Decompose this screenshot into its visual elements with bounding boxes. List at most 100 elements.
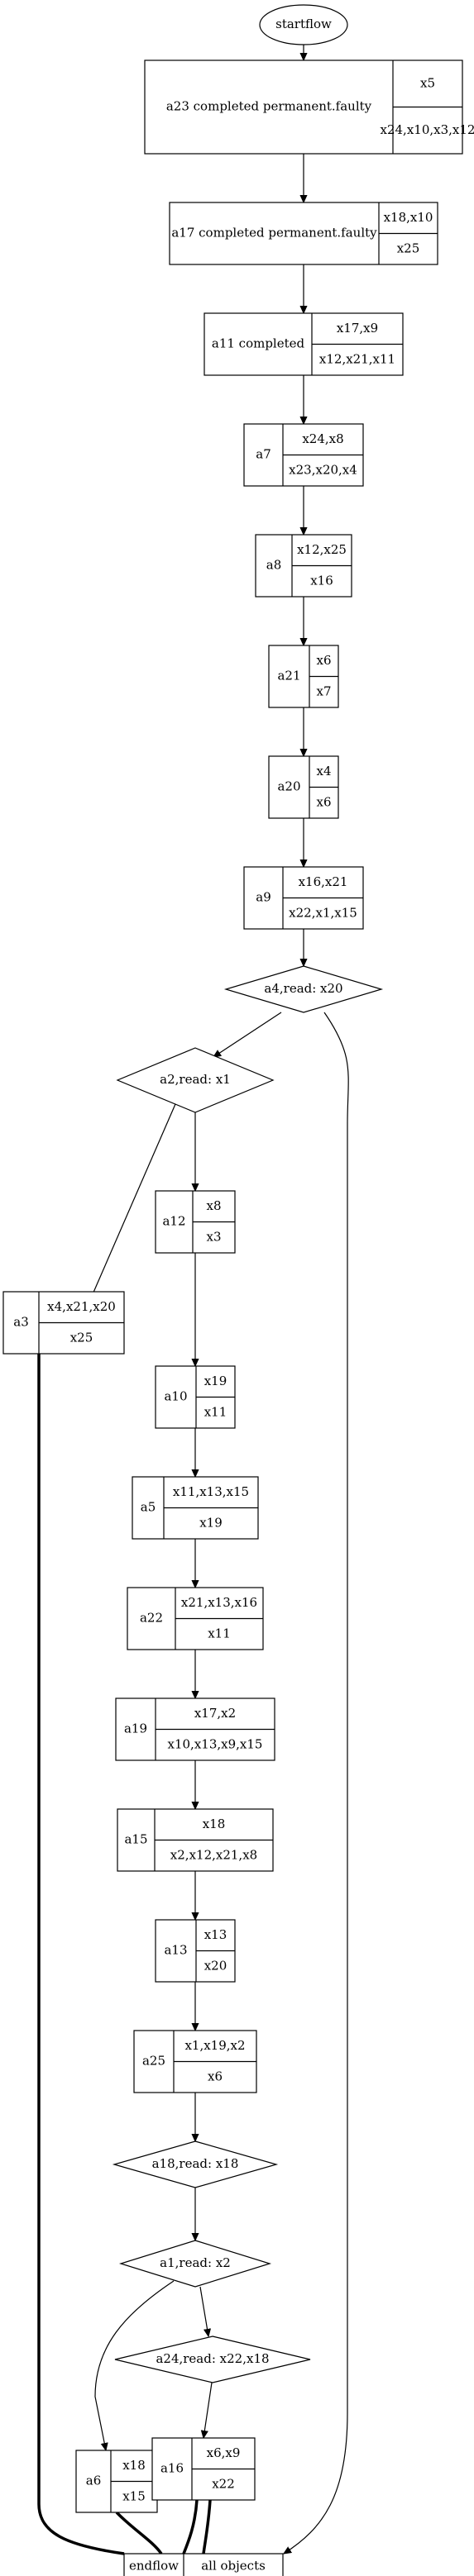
node-a20-bottom: x6 bbox=[316, 794, 331, 809]
node-a19-name: a19 bbox=[124, 1721, 147, 1736]
node-a6-bottom: x15 bbox=[122, 2488, 146, 2503]
node-a10-bottom: x11 bbox=[204, 1404, 227, 1419]
node-a5: a5 x11,x13,x15 x19 bbox=[132, 1476, 259, 1540]
decision-a1-label: a1,read: x2 bbox=[160, 2255, 231, 2270]
node-a19-bottom: x10,x13,x9,x15 bbox=[168, 1736, 263, 1751]
node-a13-name: a13 bbox=[164, 1943, 187, 1958]
edge-a2-a3 bbox=[84, 1103, 176, 1313]
node-a19: a19 x17,x2 x10,x13,x9,x15 bbox=[115, 1697, 275, 1761]
end-right-label: all objects bbox=[201, 2559, 266, 2574]
node-a16-bottom: x22 bbox=[212, 2476, 235, 2491]
edge-a3-endflow bbox=[37, 1354, 125, 2555]
node-a6-name: a6 bbox=[86, 2474, 102, 2488]
node-a15: a15 x18 x2,x12,x21,x8 bbox=[117, 1808, 274, 1872]
node-a11-top: x17,x9 bbox=[337, 321, 378, 336]
node-a3-name: a3 bbox=[13, 1315, 29, 1330]
start-node: startflow bbox=[259, 4, 348, 45]
node-a25-bottom: x6 bbox=[208, 2069, 223, 2083]
node-a7-top: x24,x8 bbox=[302, 431, 343, 446]
node-a12-name: a12 bbox=[162, 1214, 185, 1229]
node-a3: a3 x4,x21,x20 x25 bbox=[2, 1291, 125, 1355]
node-a5-top: x11,x13,x15 bbox=[173, 1484, 249, 1499]
node-a7: a7 x24,x8 x23,x20,x4 bbox=[243, 423, 364, 487]
node-a25-top: x1,x19,x2 bbox=[184, 2038, 245, 2053]
node-a17-top: x18,x10 bbox=[384, 210, 433, 225]
edge-a1-a6 bbox=[94, 2280, 175, 2450]
node-a5-bottom: x19 bbox=[199, 1515, 223, 1530]
node-a6: a6 x18 x15 bbox=[75, 2450, 158, 2513]
node-a17: a17 completed permanent.faulty x18,x10 x25 bbox=[169, 202, 438, 265]
node-a13-bottom: x20 bbox=[204, 1958, 227, 1973]
node-a10: a10 x19 x11 bbox=[155, 1365, 236, 1429]
node-a21-top: x6 bbox=[316, 653, 331, 668]
node-a21-name: a21 bbox=[277, 669, 300, 683]
node-a11-bottom: x12,x21,x11 bbox=[319, 351, 395, 366]
node-a10-name: a10 bbox=[164, 1389, 187, 1404]
node-a10-top: x19 bbox=[204, 1374, 227, 1388]
node-a17-name: a17 completed permanent.faulty bbox=[171, 226, 377, 240]
edge-a6-endflow bbox=[115, 2511, 163, 2555]
node-a9: a9 x16,x21 x22,x1,x15 bbox=[243, 866, 364, 930]
node-a21-bottom: x7 bbox=[316, 683, 331, 698]
node-a25-name: a25 bbox=[142, 2054, 165, 2069]
node-a8-bottom: x16 bbox=[310, 573, 333, 588]
decision-a1: a1,read: x2 bbox=[118, 2240, 272, 2288]
node-a23-top: x5 bbox=[420, 75, 435, 90]
node-a20: a20 x4 x6 bbox=[268, 755, 339, 819]
nodes: startflow a23 completed permanent.faulty x… bbox=[2, 4, 474, 2576]
node-a8: a8 x12,x25 x16 bbox=[255, 534, 352, 598]
end-node: endflow all objects bbox=[123, 2553, 284, 2576]
node-a5-name: a5 bbox=[141, 1500, 156, 1515]
node-a7-bottom: x23,x20,x4 bbox=[289, 462, 357, 477]
node-a20-top: x4 bbox=[316, 764, 331, 779]
node-a23-bottom: x24,x10,x3,x12 bbox=[381, 122, 474, 137]
node-a16-name: a16 bbox=[160, 2461, 184, 2476]
node-a11: a11 completed x17,x9 x12,x21,x11 bbox=[203, 312, 404, 376]
node-a6-top: x18 bbox=[122, 2458, 146, 2473]
node-a23-name: a23 completed permanent.faulty bbox=[166, 99, 372, 114]
node-a3-bottom: x25 bbox=[70, 1330, 93, 1345]
node-a13: a13 x13 x20 bbox=[155, 1919, 236, 1983]
node-a19-top: x17,x2 bbox=[194, 1706, 236, 1721]
node-a9-top: x16,x21 bbox=[299, 874, 348, 889]
node-a22-top: x21,x13,x16 bbox=[181, 1595, 257, 1610]
decision-a4-label: a4,read: x20 bbox=[264, 981, 342, 996]
node-a16-top: x6,x9 bbox=[207, 2445, 241, 2460]
node-a11-name: a11 completed bbox=[212, 336, 305, 351]
decision-a4: a4,read: x20 bbox=[223, 965, 384, 1013]
edge-a16-endflow bbox=[182, 2499, 199, 2555]
edge-a16-all-objects bbox=[202, 2499, 212, 2555]
node-a16: a16 x6,x9 x22 bbox=[151, 2437, 256, 2501]
node-a3-top: x4,x21,x20 bbox=[47, 1299, 116, 1314]
node-a15-name: a15 bbox=[124, 1832, 147, 1847]
node-a15-top: x18 bbox=[203, 1817, 226, 1831]
node-a12-bottom: x3 bbox=[206, 1229, 221, 1244]
decision-a18: a18,read: x18 bbox=[112, 2140, 279, 2188]
node-a9-name: a9 bbox=[256, 890, 271, 905]
node-a15-bottom: x2,x12,x21,x8 bbox=[170, 1847, 257, 1862]
node-a12-top: x8 bbox=[206, 1198, 221, 1213]
decision-a24: a24,read: x22,x18 bbox=[114, 2336, 311, 2383]
node-a13-top: x13 bbox=[204, 1927, 227, 1942]
node-a17-bottom: x25 bbox=[397, 240, 420, 255]
node-a7-name: a7 bbox=[256, 447, 271, 462]
node-a22-name: a22 bbox=[140, 1611, 163, 1626]
decision-a2: a2,read: x1 bbox=[116, 1047, 275, 1113]
node-a8-name: a8 bbox=[266, 558, 282, 573]
start-label: startflow bbox=[275, 17, 332, 31]
node-a23: a23 completed permanent.faulty x5 x24,x10,… bbox=[144, 60, 474, 155]
node-a12: a12 x8 x3 bbox=[155, 1190, 236, 1254]
node-a9-bottom: x22,x1,x15 bbox=[289, 905, 357, 920]
node-a8-top: x12,x25 bbox=[297, 542, 347, 557]
node-a20-name: a20 bbox=[277, 779, 300, 794]
edges bbox=[37, 45, 349, 2555]
end-left-label: endflow bbox=[129, 2559, 179, 2574]
edge-a24-a16 bbox=[203, 2382, 213, 2438]
edge-a4-a2 bbox=[213, 1012, 282, 1057]
node-a21: a21 x6 x7 bbox=[268, 645, 339, 708]
decision-a2-label: a2,read: x1 bbox=[160, 1072, 231, 1087]
edge-a4-all-objects bbox=[284, 1012, 349, 2554]
edge-a1-a24 bbox=[199, 2286, 208, 2336]
